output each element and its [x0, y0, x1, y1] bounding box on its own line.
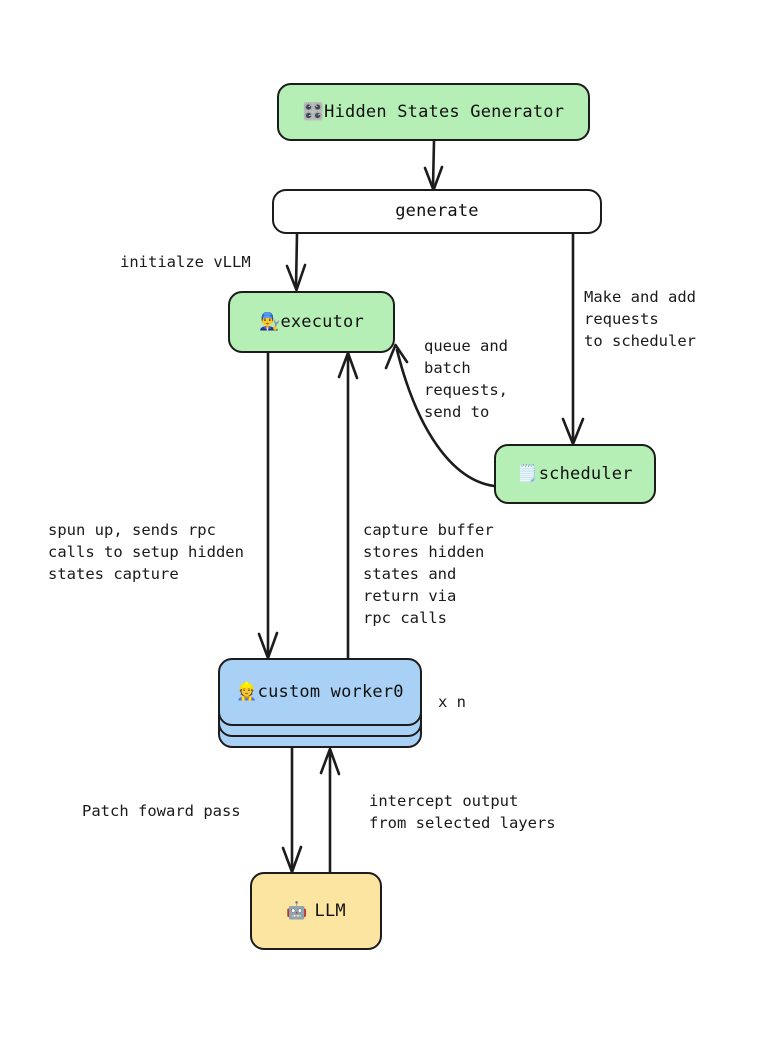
edge-llm-to-worker	[319, 747, 341, 874]
notepad-icon: 🗒️	[517, 463, 539, 484]
node-custom-worker0[interactable]: 👷 custom worker0	[218, 658, 422, 726]
label-intercept-output: intercept output from selected layers	[369, 792, 556, 832]
label-worker-multiplicity: x n	[438, 693, 466, 711]
control-knobs-icon: 🎛️	[302, 101, 325, 122]
node-label-llm: LLM	[314, 900, 346, 921]
node-label-hidden-states-generator: Hidden States Generator	[324, 101, 565, 122]
edge-worker-to-executor	[337, 351, 359, 660]
edge-generate-to-executor	[285, 232, 307, 292]
node-generate[interactable]: generate	[272, 189, 602, 234]
construction-worker-icon: 👷	[236, 681, 258, 702]
node-label-custom-worker0: custom worker0	[257, 681, 404, 702]
node-label-scheduler: scheduler	[538, 463, 633, 484]
robot-icon: 🤖	[286, 900, 308, 921]
edge-generator-to-generate	[423, 139, 444, 192]
label-spun-up-rpc: spun up, sends rpc calls to setup hidden…	[48, 521, 244, 583]
node-label-executor: executor	[280, 311, 364, 332]
label-patch-forward-pass: Patch foward pass	[82, 802, 241, 820]
node-llm[interactable]: 🤖 LLM	[250, 872, 382, 950]
mechanic-icon: 👨‍🔧	[259, 311, 281, 332]
edge-generate-to-scheduler	[561, 232, 585, 446]
label-make-and-add-requests: Make and add requests to scheduler	[584, 288, 696, 350]
node-label-generate: generate	[395, 201, 479, 221]
node-hidden-states-generator[interactable]: 🎛️ Hidden States Generator	[277, 83, 590, 141]
node-custom-worker0-stack[interactable]: 👷 custom worker0	[218, 658, 426, 750]
edge-scheduler-to-executor	[384, 343, 496, 488]
label-initialize-vllm: initialze vLLM	[120, 253, 251, 271]
label-queue-and-batch: queue and batch requests, send to	[424, 337, 508, 421]
label-capture-buffer: capture buffer stores hidden states and …	[363, 521, 494, 627]
node-executor[interactable]: 👨‍🔧 executor	[228, 291, 395, 353]
edge-executor-to-worker	[257, 351, 279, 660]
edge-worker-to-llm	[281, 746, 303, 874]
node-scheduler[interactable]: 🗒️ scheduler	[494, 444, 656, 504]
